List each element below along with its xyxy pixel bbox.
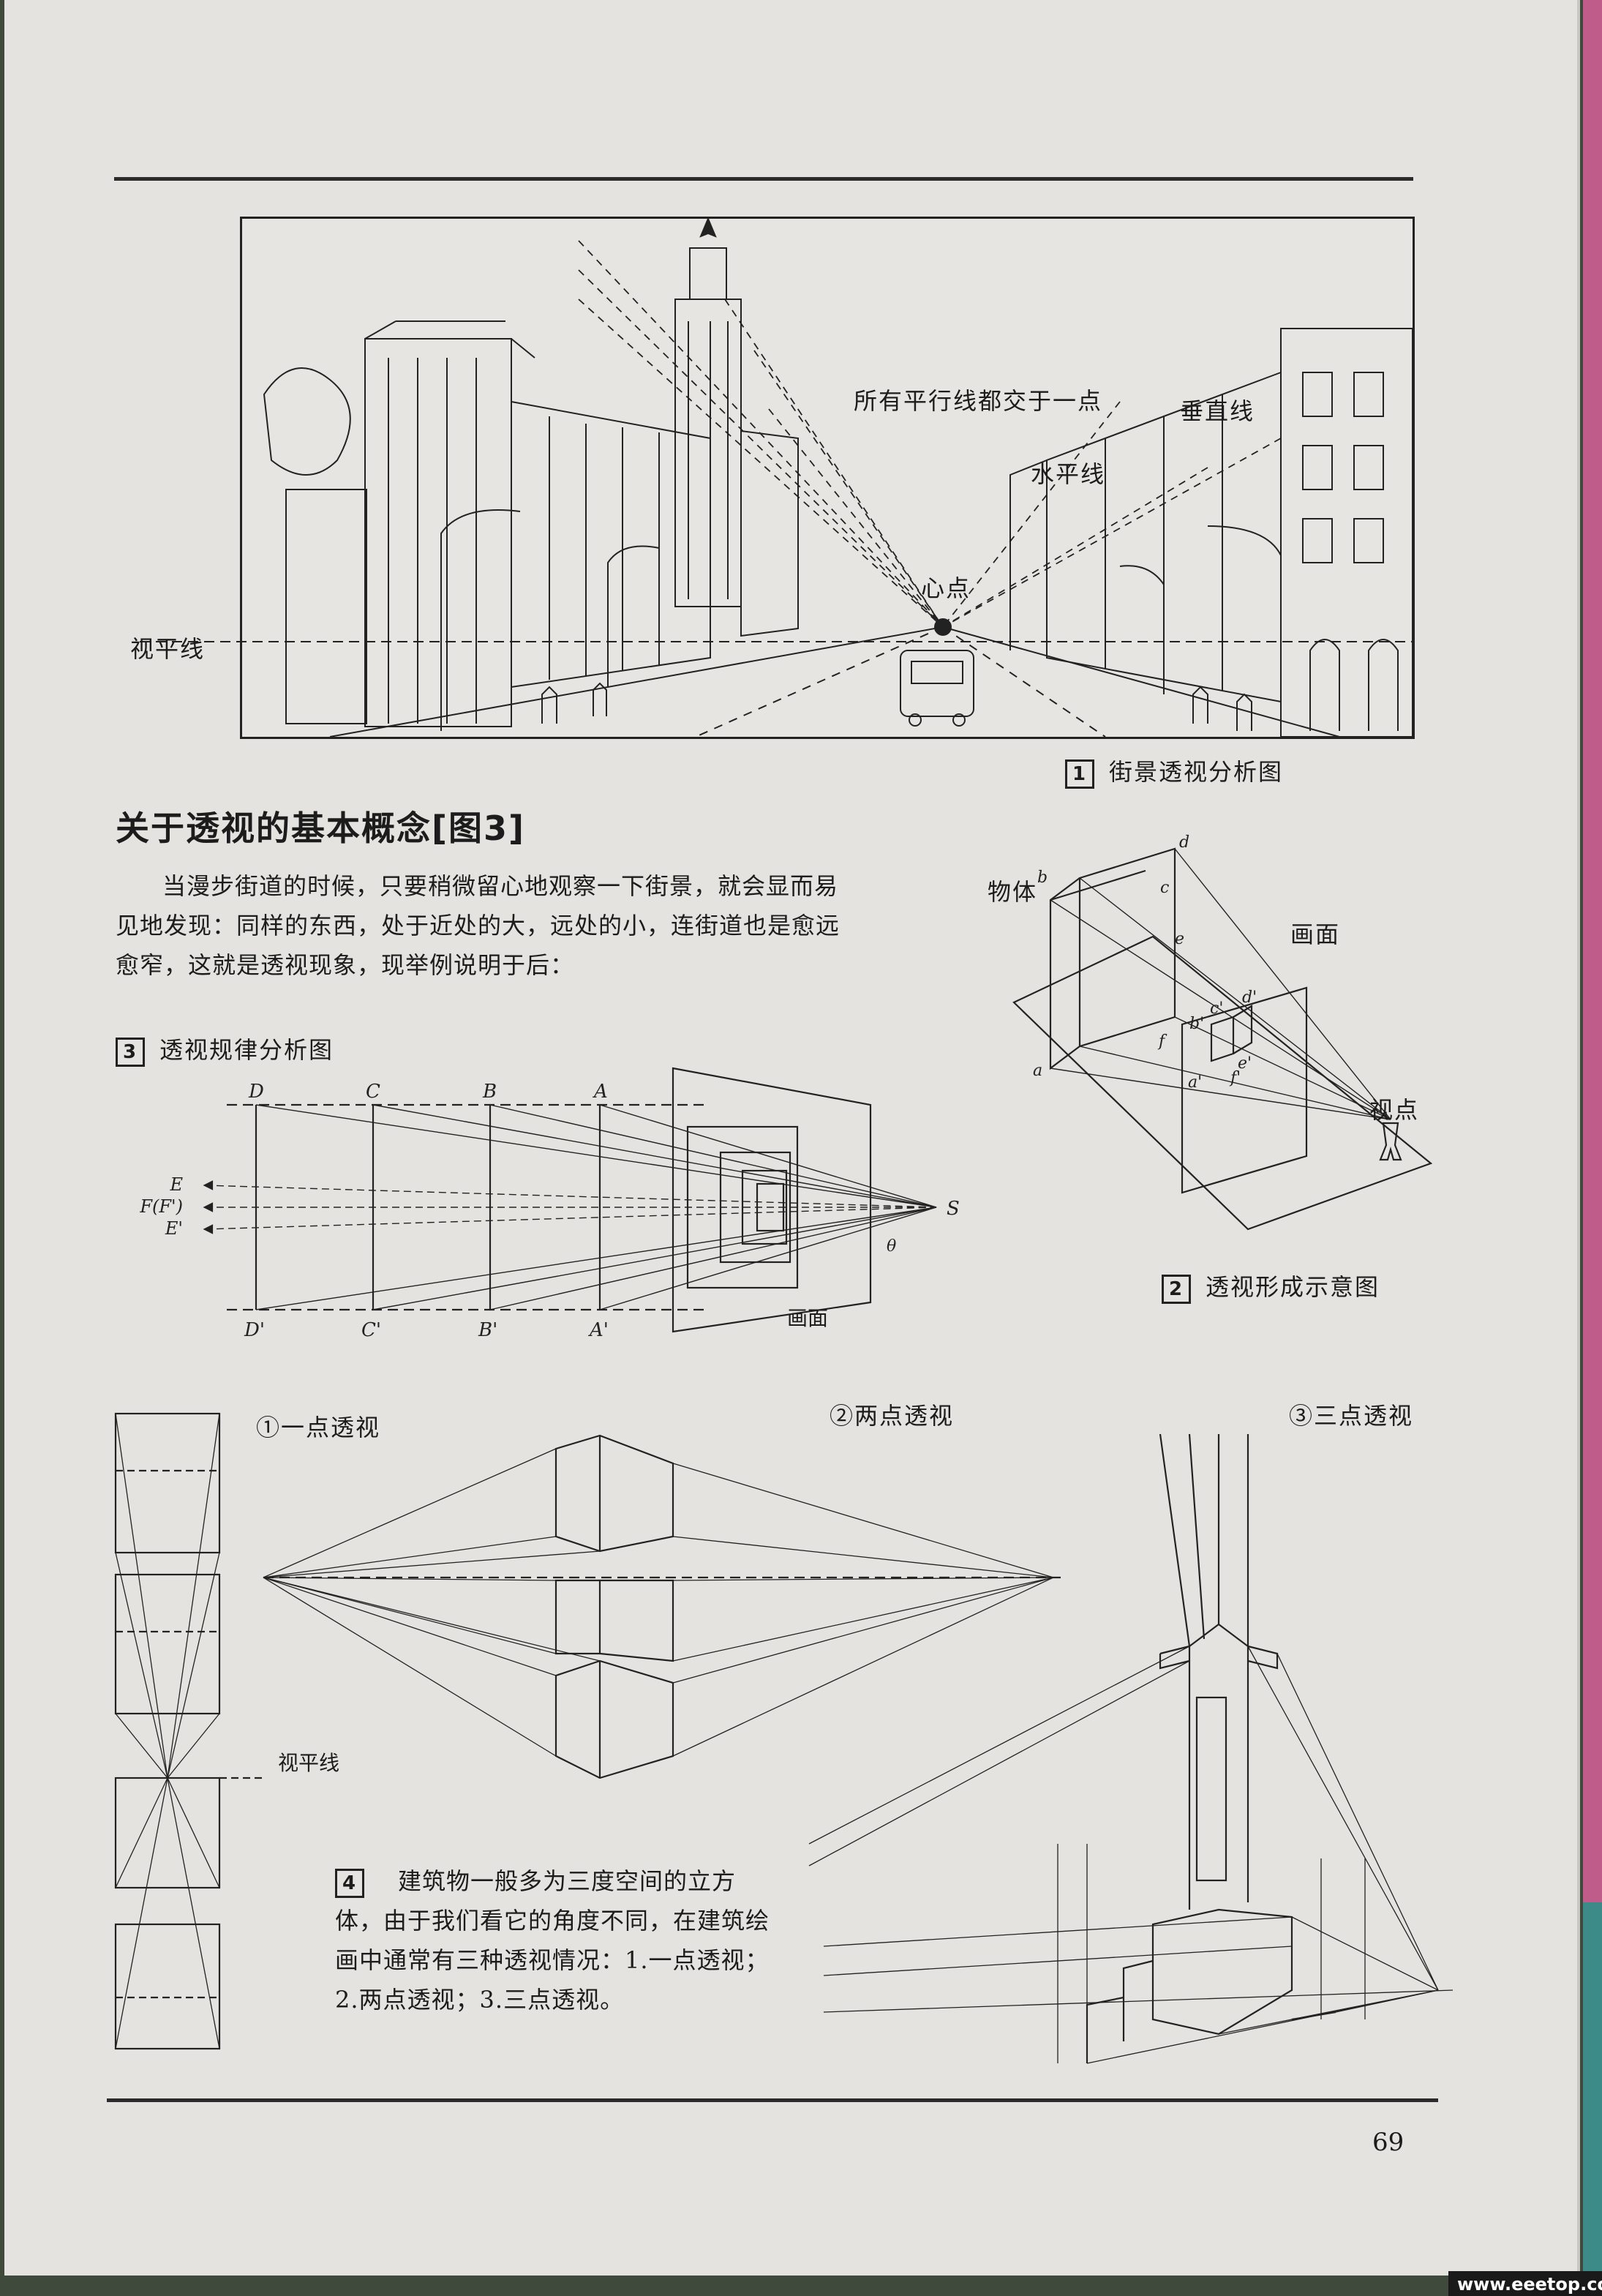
- letter-E: E: [169, 1174, 183, 1195]
- section-heading-text: 关于透视的基本概念: [116, 809, 432, 848]
- letter-E-prime: E': [165, 1218, 183, 1239]
- label-viewpoint: 视点: [1369, 1092, 1419, 1125]
- label-horizon-line: 视平线: [130, 631, 205, 664]
- label-center-point: 心点: [921, 570, 971, 604]
- street-perspective-figure: 所有平行线都交于一点 垂直线 水平线 心点: [240, 217, 1415, 739]
- label-vertical-line: 垂直线: [1180, 393, 1255, 427]
- figure3-number: 3: [116, 1038, 145, 1067]
- letter-D: D: [248, 1081, 264, 1103]
- point-e: e: [1175, 930, 1184, 948]
- watermark-text: www.eeetop.com: [1457, 2274, 1602, 2295]
- figure1-number: 1: [1065, 759, 1094, 789]
- point-f-prime: f': [1229, 1069, 1241, 1087]
- perspective-formation-diagram: b d c a e f b' c' d' a' e' f': [992, 834, 1504, 1244]
- label-horizontal-line: 水平线: [1031, 456, 1105, 489]
- background-edge-pink: [1583, 0, 1602, 1902]
- point-a-prime: a': [1188, 1073, 1202, 1092]
- figure1-caption-text: 街景透视分析图: [1109, 758, 1283, 786]
- label-object: 物体: [988, 874, 1037, 907]
- point-c: c: [1160, 879, 1169, 897]
- figure3-caption: 3 透视规律分析图: [116, 1032, 334, 1067]
- point-a: a: [1033, 1062, 1042, 1080]
- letter-C-prime: C': [361, 1319, 381, 1341]
- section-heading: 关于透视的基本概念[图3]: [116, 802, 525, 850]
- figure2-caption: 2 透视形成示意图: [1162, 1269, 1380, 1304]
- perspective-law-diagram: D C B A D' C' B' A' S θ E F(F') E': [183, 1076, 988, 1354]
- point-d: d: [1179, 833, 1189, 852]
- letter-S: S: [947, 1198, 960, 1220]
- letter-B-prime: B': [478, 1319, 497, 1341]
- figure1-caption: 1 街景透视分析图: [1065, 754, 1283, 789]
- watermark-box: www.eeetop.com: [1448, 2271, 1602, 2296]
- figure4-number-box: 4: [335, 1867, 379, 1898]
- three-point-monument: [809, 1434, 1453, 2085]
- point-f: f: [1157, 1032, 1167, 1051]
- section-heading-ref: [图3]: [432, 809, 525, 848]
- three-point-label: ③三点透视: [1289, 1398, 1413, 1431]
- label-parallel-lines: 所有平行线都交于一点: [854, 383, 1102, 416]
- figure2-caption-text: 透视形成示意图: [1206, 1273, 1380, 1301]
- background-edge-teal: [1583, 1902, 1602, 2296]
- figure3-picture-plane-label: 画面: [787, 1302, 828, 1332]
- point-b: b: [1037, 868, 1048, 887]
- letter-C: C: [366, 1081, 380, 1103]
- letter-D-prime: D': [244, 1319, 265, 1341]
- angle-theta: θ: [887, 1237, 896, 1256]
- page-number: 69: [1372, 2128, 1404, 2157]
- point-d-prime: d': [1242, 988, 1257, 1007]
- bottom-rule: [107, 2098, 1438, 2102]
- label-picture-plane: 画面: [1290, 916, 1340, 950]
- figure4-note: 建筑物一般多为三度空间的立方体，由于我们看它的角度不同，在建筑绘画中通常有三种透…: [335, 1861, 780, 2019]
- figure3-caption-text: 透视规律分析图: [159, 1036, 334, 1064]
- top-rule: [114, 177, 1413, 181]
- street-sketch: [242, 219, 1413, 737]
- point-b-prime: b': [1189, 1015, 1204, 1033]
- letter-A-prime: A': [588, 1319, 609, 1341]
- book-page: 所有平行线都交于一点 垂直线 水平线 心点 视平线 1 街景透视分析图 关于透视的…: [4, 0, 1580, 2276]
- figure2-number: 2: [1162, 1275, 1191, 1304]
- section-paragraph: 当漫步街道的时候，只要稍微留心地观察一下街景，就会显而易见地发现：同样的东西，处…: [116, 866, 854, 985]
- letter-B: B: [482, 1081, 497, 1103]
- letter-A: A: [593, 1081, 608, 1103]
- two-point-label: ②两点透视: [830, 1398, 954, 1431]
- point-c-prime: c': [1210, 999, 1223, 1018]
- figure4-number: 4: [335, 1869, 364, 1898]
- one-point-cubes: [111, 1412, 228, 2056]
- letter-F: F(F'): [139, 1196, 183, 1217]
